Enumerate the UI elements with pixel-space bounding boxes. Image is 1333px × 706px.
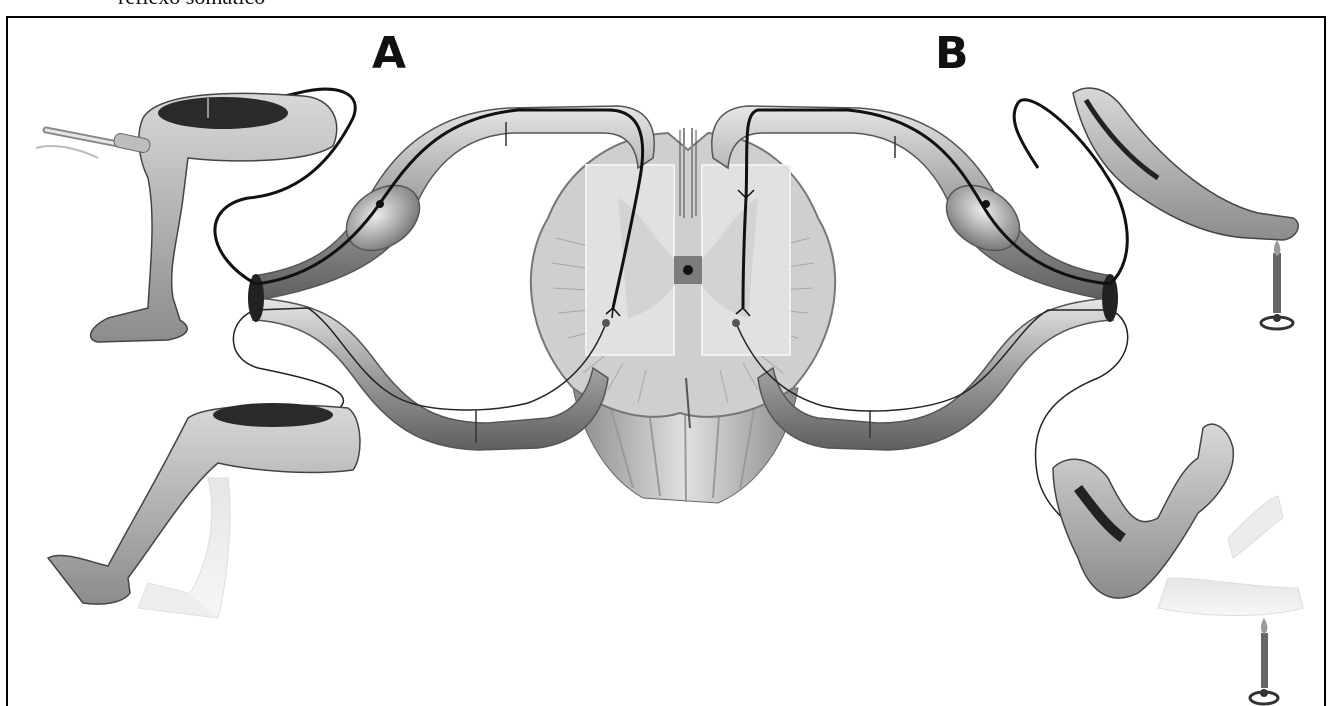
spinal-cord-icon [531,128,835,503]
arm-icon [1053,424,1303,615]
leg-icon [48,403,360,618]
candle-icon [1261,240,1293,329]
reflex-hammer-icon [36,130,151,158]
reflex-diagram [8,18,1326,706]
candle-icon [1250,618,1278,704]
arm-icon [1073,88,1298,240]
figure-frame: A B [6,16,1326,706]
quadriceps-muscle [158,97,288,129]
figure-caption: reflexo somático [118,0,265,10]
nerve-cut-end-right [1102,274,1118,322]
label-b: B [935,32,969,76]
label-a: A [372,32,406,76]
